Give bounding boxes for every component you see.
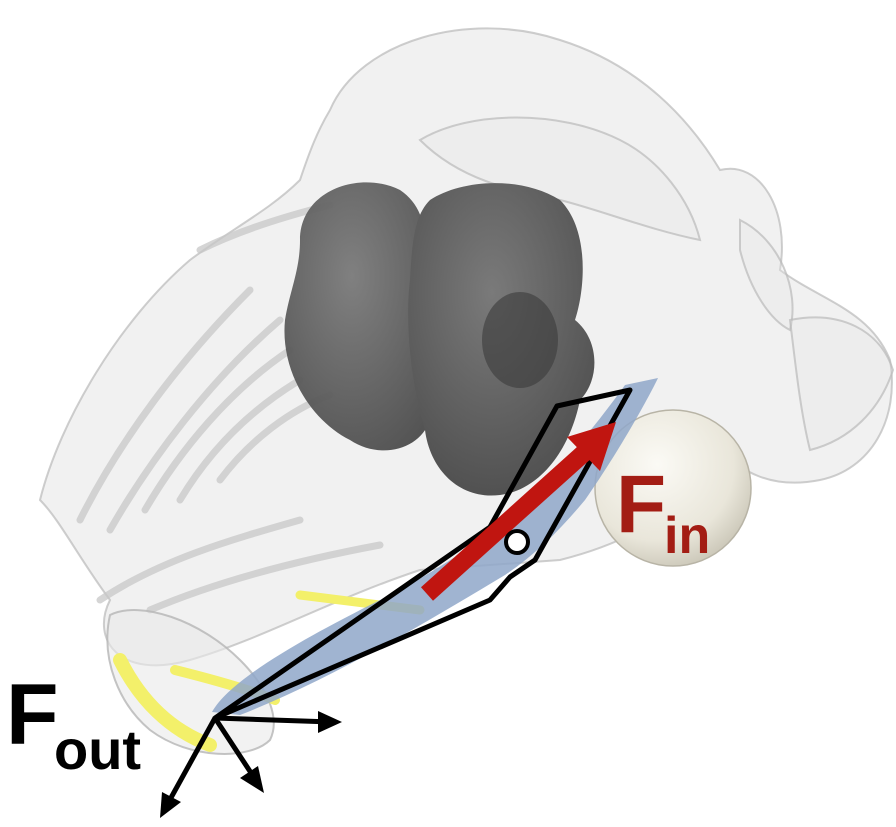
input-force-subscript: in [664, 510, 710, 562]
input-force-symbol: F [616, 464, 666, 546]
output-force-subscript: out [54, 722, 141, 778]
output-force-symbol: F [6, 672, 59, 758]
pivot-joint [506, 531, 528, 553]
